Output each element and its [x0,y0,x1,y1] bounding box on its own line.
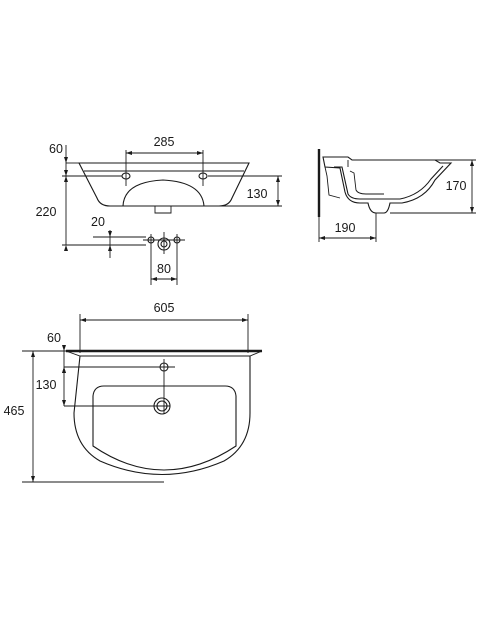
dim-605: 605 [79,301,249,353]
dim-170: 170 [446,160,474,213]
dim-605-label: 605 [154,301,175,315]
top-bowl-inner [92,385,237,471]
side-view: 170 190 [317,149,476,242]
dim-220: 220 [36,170,146,251]
wall-fixings [143,232,185,285]
dim-465-label: 465 [4,404,25,418]
dim-60-front: 60 [49,142,122,182]
dim-20-label: 20 [91,215,105,229]
side-overflow [349,170,384,195]
dim-465: 465 [4,350,164,483]
dim-170-label: 170 [446,179,467,193]
side-basin-inner [334,165,444,200]
dim-60-top-label: 60 [47,331,61,345]
dim-285-label: 285 [154,135,175,149]
dim-20: 20 [91,215,146,258]
dim-130-front-label: 130 [247,187,268,201]
dim-60-top: 60 [47,331,66,373]
side-back-shell [324,160,349,199]
front-basin-outline [78,162,250,207]
front-view: 285 60 220 130 [36,135,282,285]
dim-220-label: 220 [36,205,57,219]
dim-60-front-label: 60 [49,142,63,156]
top-view: 605 60 130 465 [4,301,263,483]
front-trap-cutout [154,206,172,214]
dim-190: 190 [318,213,377,242]
top-rim-bevel [65,350,263,357]
side-basin-outer [322,156,453,214]
front-pedestal-arch [122,179,205,207]
dim-130-top-label: 130 [36,378,57,392]
dim-285: 285 [125,135,204,166]
dim-130-top: 130 [36,367,66,406]
dim-190-label: 190 [335,221,356,235]
dim-80-label: 80 [157,262,171,276]
dim-130-front: 130 [208,175,282,207]
top-outer-outline [73,355,251,476]
dim-80: 80 [151,262,177,281]
